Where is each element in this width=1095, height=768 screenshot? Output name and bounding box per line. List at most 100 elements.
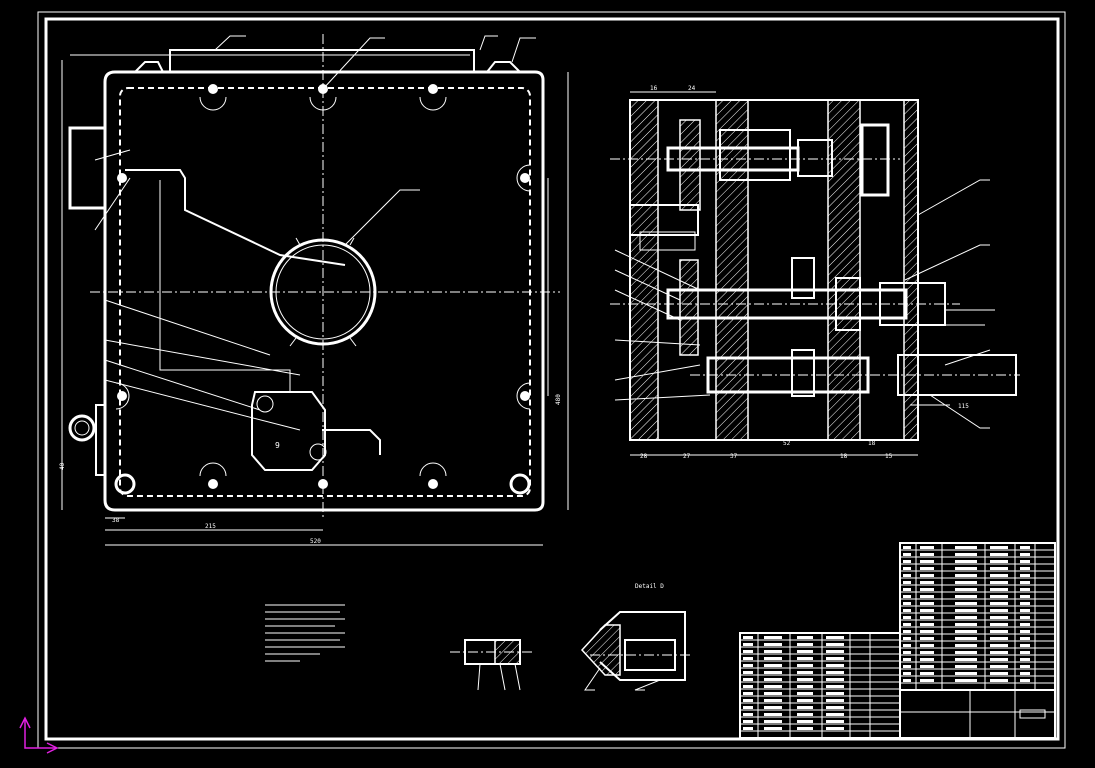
table-cell-text (955, 609, 977, 612)
table-cell-text (743, 713, 753, 716)
table-cell-text (920, 595, 934, 598)
table-cell-text (826, 699, 844, 702)
table-cell-text (903, 623, 911, 626)
table-cell-text (903, 651, 911, 654)
table-cell-text (743, 692, 753, 695)
table-cell-text (826, 650, 844, 653)
table-cell-text (743, 664, 753, 667)
table-cell-text (903, 679, 911, 682)
table-cell-text (955, 644, 977, 647)
table-cell-text (903, 609, 911, 612)
table-cell-text (1020, 581, 1030, 584)
dim-bottom-width: 520 (310, 538, 321, 545)
table-cell-text (920, 567, 934, 570)
table-cell-text (743, 657, 753, 660)
table-cell-text (955, 672, 977, 675)
housing-top-view: 9 520 215 480 38 40 (59, 34, 569, 546)
dim-sec-6: 18 (868, 440, 876, 447)
table-cell-text (826, 657, 844, 660)
table-cell-text (826, 692, 844, 695)
table-cell-text (764, 678, 782, 681)
table-cell-text (990, 637, 1008, 640)
table-cell-text (1020, 623, 1030, 626)
table-cell-text (903, 560, 911, 563)
table-cell-text (826, 713, 844, 716)
table-cell-text (764, 650, 782, 653)
table-cell-text (920, 609, 934, 612)
table-cell-text (920, 616, 934, 619)
table-cell-text (990, 658, 1008, 661)
table-cell-text (955, 651, 977, 654)
dim-bottom-part: 215 (205, 523, 216, 530)
table-cell-text (955, 665, 977, 668)
dim-sec-5: 18 (840, 453, 848, 460)
table-cell-text (764, 664, 782, 667)
table-cell-text (955, 616, 977, 619)
table-cell-text (920, 574, 934, 577)
table-cell-text (990, 602, 1008, 605)
table-cell-text (920, 546, 934, 549)
table-cell-text (1020, 567, 1030, 570)
table-cell-text (990, 644, 1008, 647)
table-cell-text (743, 685, 753, 688)
table-cell-text (920, 560, 934, 563)
table-cell-text (1020, 658, 1030, 661)
table-cell-text (990, 623, 1008, 626)
table-cell-text (1020, 665, 1030, 668)
table-cell-text (903, 644, 911, 647)
table-cell-text (955, 679, 977, 682)
table-cell-text (764, 643, 782, 646)
table-cell-text (990, 581, 1008, 584)
table-cell-text (990, 609, 1008, 612)
table-cell-text (797, 699, 813, 702)
table-cell-text (955, 567, 977, 570)
table-cell-text (990, 588, 1008, 591)
table-cell-text (826, 720, 844, 723)
table-cell-text (955, 602, 977, 605)
table-cell-text (1020, 630, 1030, 633)
dim-sec-2: 27 (683, 453, 691, 460)
table-cell-text (797, 650, 813, 653)
table-cell-text (764, 685, 782, 688)
table-cell-text (1020, 574, 1030, 577)
table-cell-text (920, 637, 934, 640)
table-cell-text (955, 581, 977, 584)
table-cell-text (797, 706, 813, 709)
table-cell-text (743, 671, 753, 674)
dim-side-a: 38 (112, 517, 120, 524)
dim-sec-4: 52 (783, 440, 791, 447)
table-cell-text (903, 672, 911, 675)
table-cell-text (743, 643, 753, 646)
table-cell-text (764, 720, 782, 723)
table-cell-text (797, 720, 813, 723)
dim-right-height: 480 (555, 394, 562, 405)
table-cell-text (797, 692, 813, 695)
table-cell-text (797, 713, 813, 716)
table-cell-text (903, 665, 911, 668)
table-cell-text (1020, 637, 1030, 640)
table-cell-text (903, 567, 911, 570)
table-cell-text (903, 574, 911, 577)
table-cell-text (797, 685, 813, 688)
table-cell-text (920, 644, 934, 647)
table-cell-text (743, 636, 753, 639)
table-cell-text (955, 658, 977, 661)
table-cell-text (903, 588, 911, 591)
table-cell-text (955, 553, 977, 556)
table-cell-text (826, 636, 844, 639)
table-cell-text (743, 727, 753, 730)
dim-sec-3: 37 (730, 453, 738, 460)
outer-frame (37, 11, 1066, 749)
table-cell-text (1020, 679, 1030, 682)
table-cell-text (903, 658, 911, 661)
ucs-icon (19, 716, 59, 754)
table-cell-text (1020, 602, 1030, 605)
table-cell-text (920, 581, 934, 584)
table-cell-text (743, 706, 753, 709)
table-cell-text (743, 678, 753, 681)
table-cell-text (955, 588, 977, 591)
table-cell-text (990, 560, 1008, 563)
table-cell-text (1020, 609, 1030, 612)
dim-sec-top-2: 24 (688, 85, 696, 92)
